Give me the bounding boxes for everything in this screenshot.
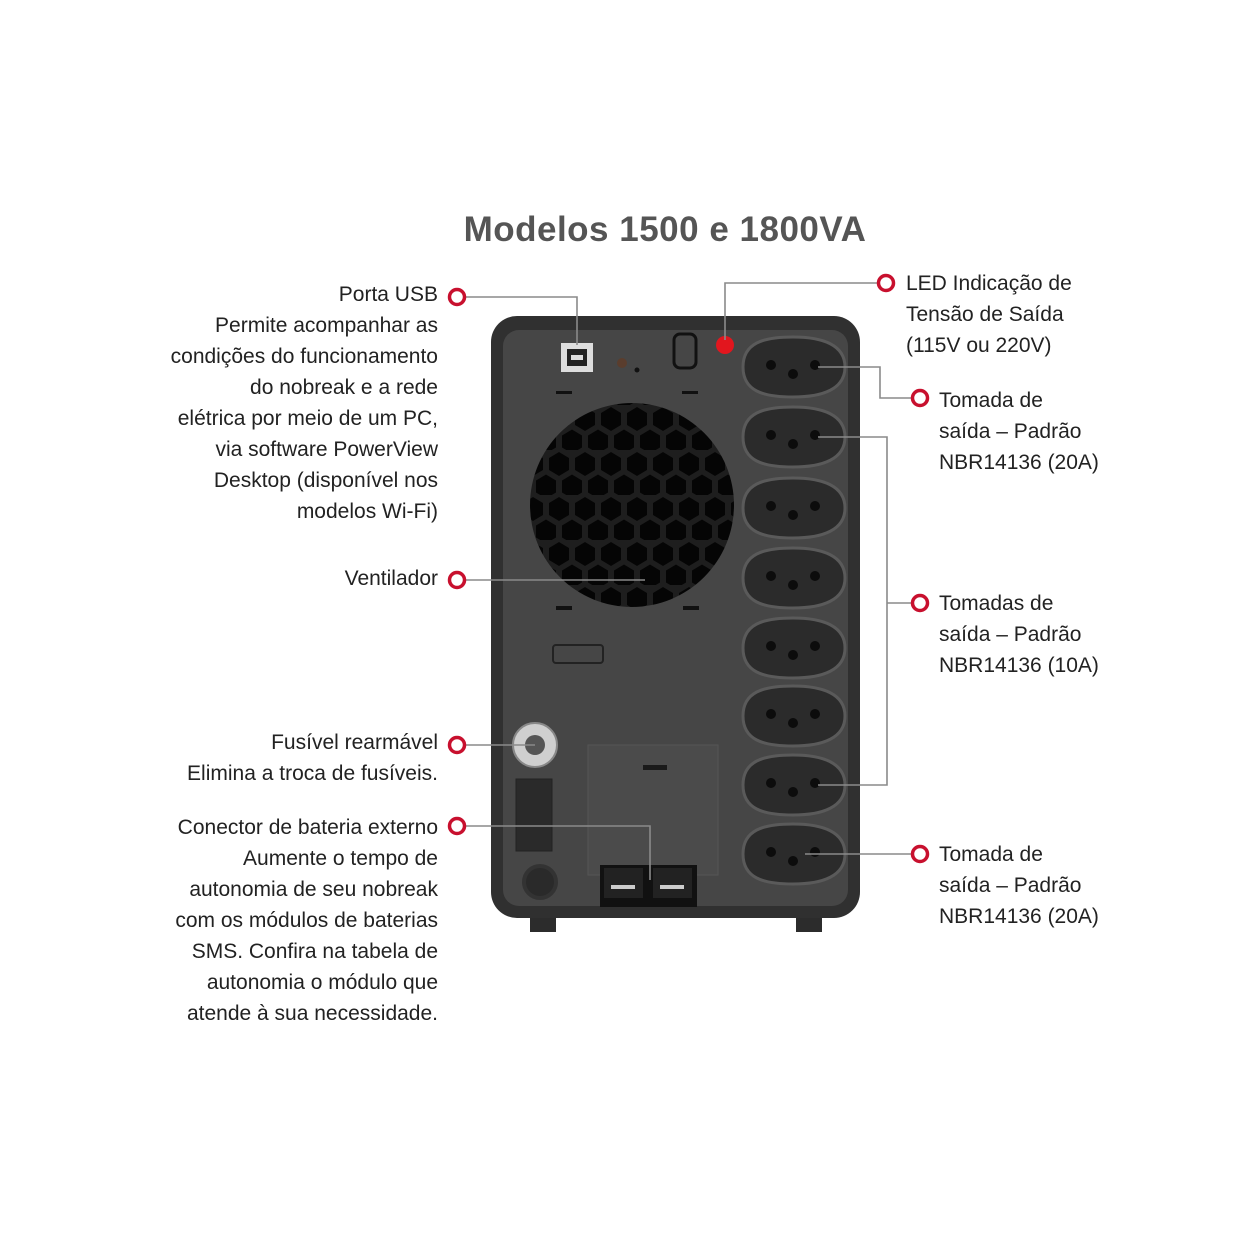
callout-heading: Ventilador [344,567,438,590]
callout-text: saída – Padrão [939,420,1082,443]
battery-connector-icon [600,865,697,907]
callout-text: condições do funcionamento [170,345,438,368]
callout-outlet-top: Tomada de saída – Padrão NBR14136 (20A) [939,385,1099,478]
power-outlet-icon [741,616,847,680]
marker-outlets-mid [910,593,930,613]
marker-outlet-top [910,388,930,408]
callout-text: NBR14136 (10A) [939,654,1099,677]
led-indicator-icon [716,336,734,354]
phone-port-icon [672,332,698,394]
callout-heading: LED Indicação de [906,272,1072,295]
callout-heading: Conector de bateria externo [177,816,438,839]
power-outlet-icon [741,753,847,817]
power-outlet-icon [741,684,847,748]
callout-text: saída – Padrão [939,623,1082,646]
callout-text: atende à sua necessidade. [186,1002,438,1025]
callout-text: Elimina a troca de fusíveis. [187,762,438,785]
callout-text: NBR14136 (20A) [939,451,1099,474]
callout-text: Permite acompanhar as [215,314,438,337]
callout-outlet-bottom: Tomada de saída – Padrão NBR14136 (20A) [939,839,1099,932]
callout-text: saída – Padrão [939,874,1082,897]
marker-fan [447,570,467,590]
callout-heading: Porta USB [338,283,438,306]
callout-heading: Fusível rearmável [271,731,438,754]
callout-heading: Tomada de [939,843,1043,866]
callout-text: NBR14136 (20A) [939,905,1099,928]
marker-battery [447,816,467,836]
power-outlet-icon [741,546,847,610]
callout-text: Tensão de Saída [906,303,1064,326]
usb-port-icon [556,343,593,394]
diagram-title: Modelos 1500 e 1800VA [463,210,867,249]
callout-outlets-mid: Tomadas de saída – Padrão NBR14136 (10A) [939,588,1099,681]
callout-text: (115V ou 220V) [906,334,1052,357]
power-outlet-icon [741,476,847,540]
marker-led [876,273,896,293]
callout-fuse: Fusível rearmável Elimina a troca de fus… [187,727,438,789]
wifi-indicator-icon [617,358,627,368]
callout-text: autonomia o módulo que [206,971,438,994]
callout-text: modelos Wi-Fi) [296,500,438,523]
power-outlet-icon [741,405,847,469]
marker-fuse [447,735,467,755]
callout-text: autonomia de seu nobreak [189,878,438,901]
callout-text: Desktop (disponível nos [213,469,438,492]
marker-outlet-bottom [910,844,930,864]
callout-battery-connector: Conector de bateria externo Aumente o te… [175,812,438,1029]
callout-text: via software PowerView [215,438,438,461]
switch-icon [515,778,553,852]
callout-text: com os módulos de baterias [175,909,438,932]
power-inlet-icon [522,864,558,900]
marker-usb [447,287,467,307]
callout-heading: Tomada de [939,389,1043,412]
callout-text: do nobreak e a rede [250,376,438,399]
callout-text: Aumente o tempo de [243,847,438,870]
leader-lines [466,282,912,880]
fan-icon [530,403,734,664]
callout-text: SMS. Confira na tabela de [191,940,438,963]
callout-led: LED Indicação de Tensão de Saída (115V o… [906,268,1072,361]
callout-fan: Ventilador [345,563,438,594]
callout-text: elétrica por meio de um PC, [177,407,438,430]
callout-usb-port: Porta USB Permite acompanhar as condiçõe… [171,279,438,527]
callout-heading: Tomadas de [939,592,1054,615]
